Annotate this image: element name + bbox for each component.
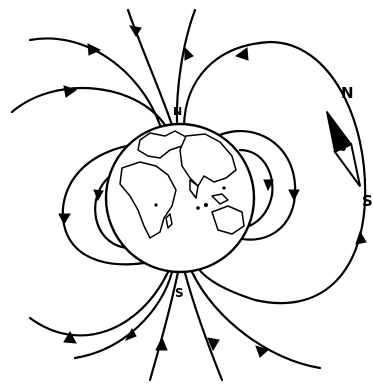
field-line-bottom-left-outer	[30, 272, 168, 335]
field-line-left-upper	[12, 88, 165, 125]
compass-needle-north-half	[319, 108, 352, 152]
island-dot-4	[222, 186, 225, 189]
earth-south-pole-label: S	[175, 286, 184, 300]
island-dot-2	[196, 206, 200, 210]
arrow-bottom-vertical-1	[156, 338, 167, 350]
field-line-bottom-left-inner	[75, 272, 172, 358]
field-line-bottom-vertical-2	[185, 273, 222, 380]
compass-south-label: S	[362, 192, 373, 210]
field-line-bottom-vertical-1	[150, 272, 178, 380]
arrow-right-loop-side	[356, 232, 366, 244]
madagascar-island	[166, 214, 172, 228]
island-dot-3	[154, 203, 157, 206]
earth-north-pole-label: N	[173, 105, 182, 118]
arrow-top-vertical-1	[130, 26, 141, 36]
arrow-right-loop-top	[236, 48, 248, 60]
arrow-right-loop-outer	[289, 190, 299, 200]
compass-north-label: N	[341, 84, 354, 102]
arrow-top-left-outer	[88, 44, 100, 55]
earth-globe	[106, 124, 254, 272]
arrow-left-loop-outer	[59, 214, 70, 224]
arrow-top-vertical-2	[185, 48, 193, 60]
island-dot-1	[204, 203, 208, 207]
